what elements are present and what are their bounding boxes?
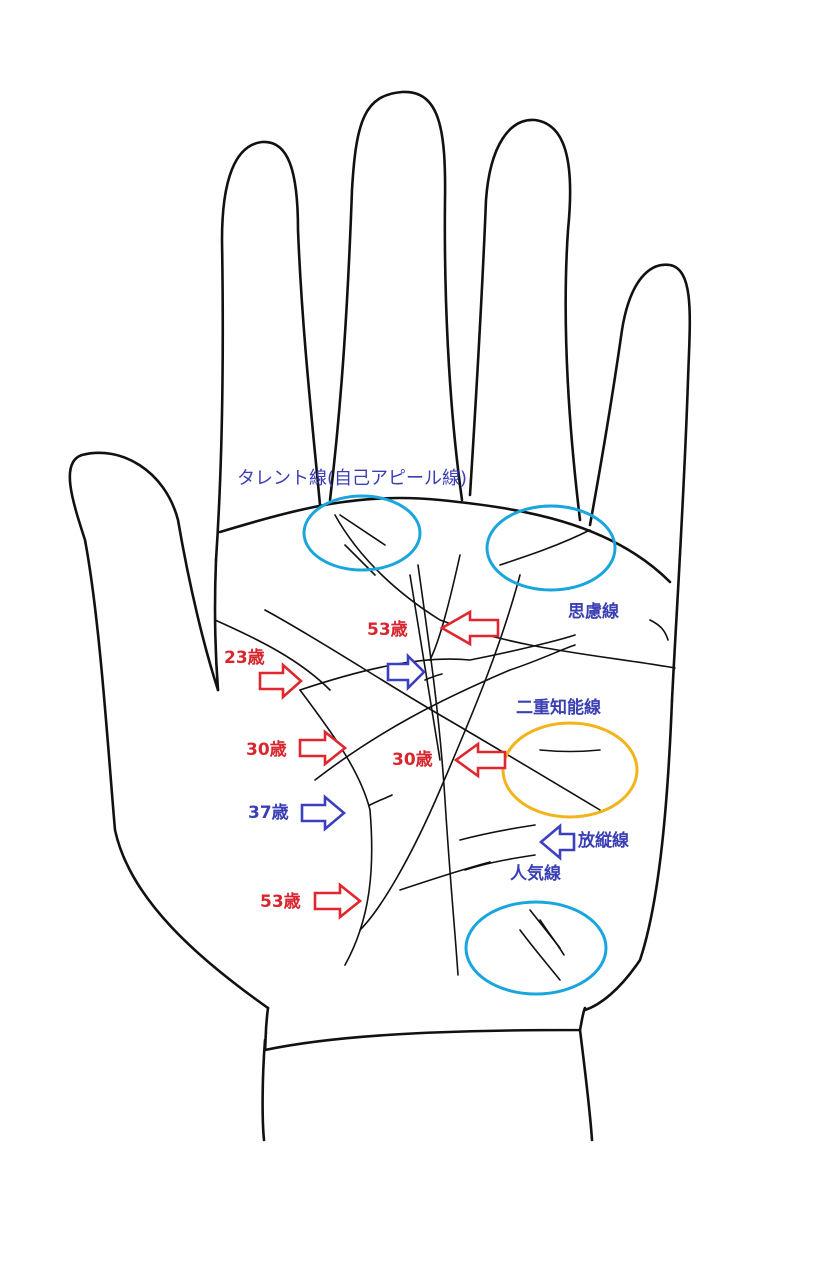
wrist-right [578, 1028, 594, 1142]
middle-finger-outline [328, 90, 464, 502]
palm-right-edge [583, 698, 674, 1012]
shiryo-line-mark [499, 529, 591, 566]
age-label-23: 23歳 [224, 648, 265, 668]
shiryo-circle [485, 504, 617, 592]
talent-circle [302, 494, 422, 572]
head-line [264, 609, 601, 811]
red-arrow-icon-30-mid [453, 741, 507, 779]
ring-finger-outline [468, 118, 582, 522]
palm-line-b [299, 634, 576, 691]
heart-line [334, 514, 676, 669]
shiryo-line-label: 思慮線 [568, 602, 619, 622]
palm-left-edge [213, 558, 220, 692]
moon-line-3 [539, 919, 565, 956]
moon-circle [464, 900, 608, 996]
thumb-outline [68, 451, 270, 1010]
talent-line-label: タレント線(自己アピール線) [237, 468, 468, 489]
little-finger-outline [588, 263, 692, 702]
life-line [299, 689, 373, 966]
wrist-line [263, 1006, 587, 1052]
hand-outline [68, 90, 692, 1142]
ninki-line-label: 人気線 [510, 864, 561, 884]
age-label-37: 37歳 [248, 803, 289, 823]
thin-line-top [429, 554, 461, 661]
red-arrow-icon-30-left [298, 729, 348, 767]
age-label-30-mid: 30歳 [392, 750, 433, 770]
palm-lines [214, 514, 676, 981]
age-label-53-top: 53歳 [367, 620, 408, 640]
sun-line [359, 574, 521, 931]
finger-base-line [218, 496, 672, 584]
blue-arrow-icon-left [538, 823, 576, 861]
double-head-line [539, 749, 601, 753]
red-arrow-icon-23 [258, 662, 303, 700]
moon-line-1 [519, 929, 561, 981]
short-mark-2 [424, 673, 443, 681]
red-arrow-icon-53-bottom [313, 882, 363, 920]
red-arrow-icon-53-top [439, 609, 500, 647]
talent-line-mark-2 [344, 544, 376, 576]
age-label-30-left: 30歳 [246, 740, 287, 760]
age-label-53-bottom: 53歳 [260, 892, 301, 912]
double-head-circle [501, 721, 639, 819]
houjuu-line-label: 放縦線 [578, 831, 629, 851]
blue-arrow-icon-mid [386, 652, 426, 692]
fate-line [417, 564, 459, 976]
ninki-line [399, 861, 491, 891]
fate-line-2 [409, 574, 441, 761]
palm-line-a [214, 619, 331, 691]
short-mark-1 [369, 794, 393, 806]
palm-line-c [314, 644, 576, 781]
wrist-left [261, 1038, 267, 1142]
double-head-line-label: 二重知能線 [516, 698, 601, 718]
houjuu-line-1 [459, 824, 536, 841]
talent-line-mark [339, 514, 386, 546]
shiryo-mark-2 [649, 619, 669, 641]
blue-arrow-icon-37 [300, 794, 347, 832]
index-finger-outline [214, 140, 322, 562]
